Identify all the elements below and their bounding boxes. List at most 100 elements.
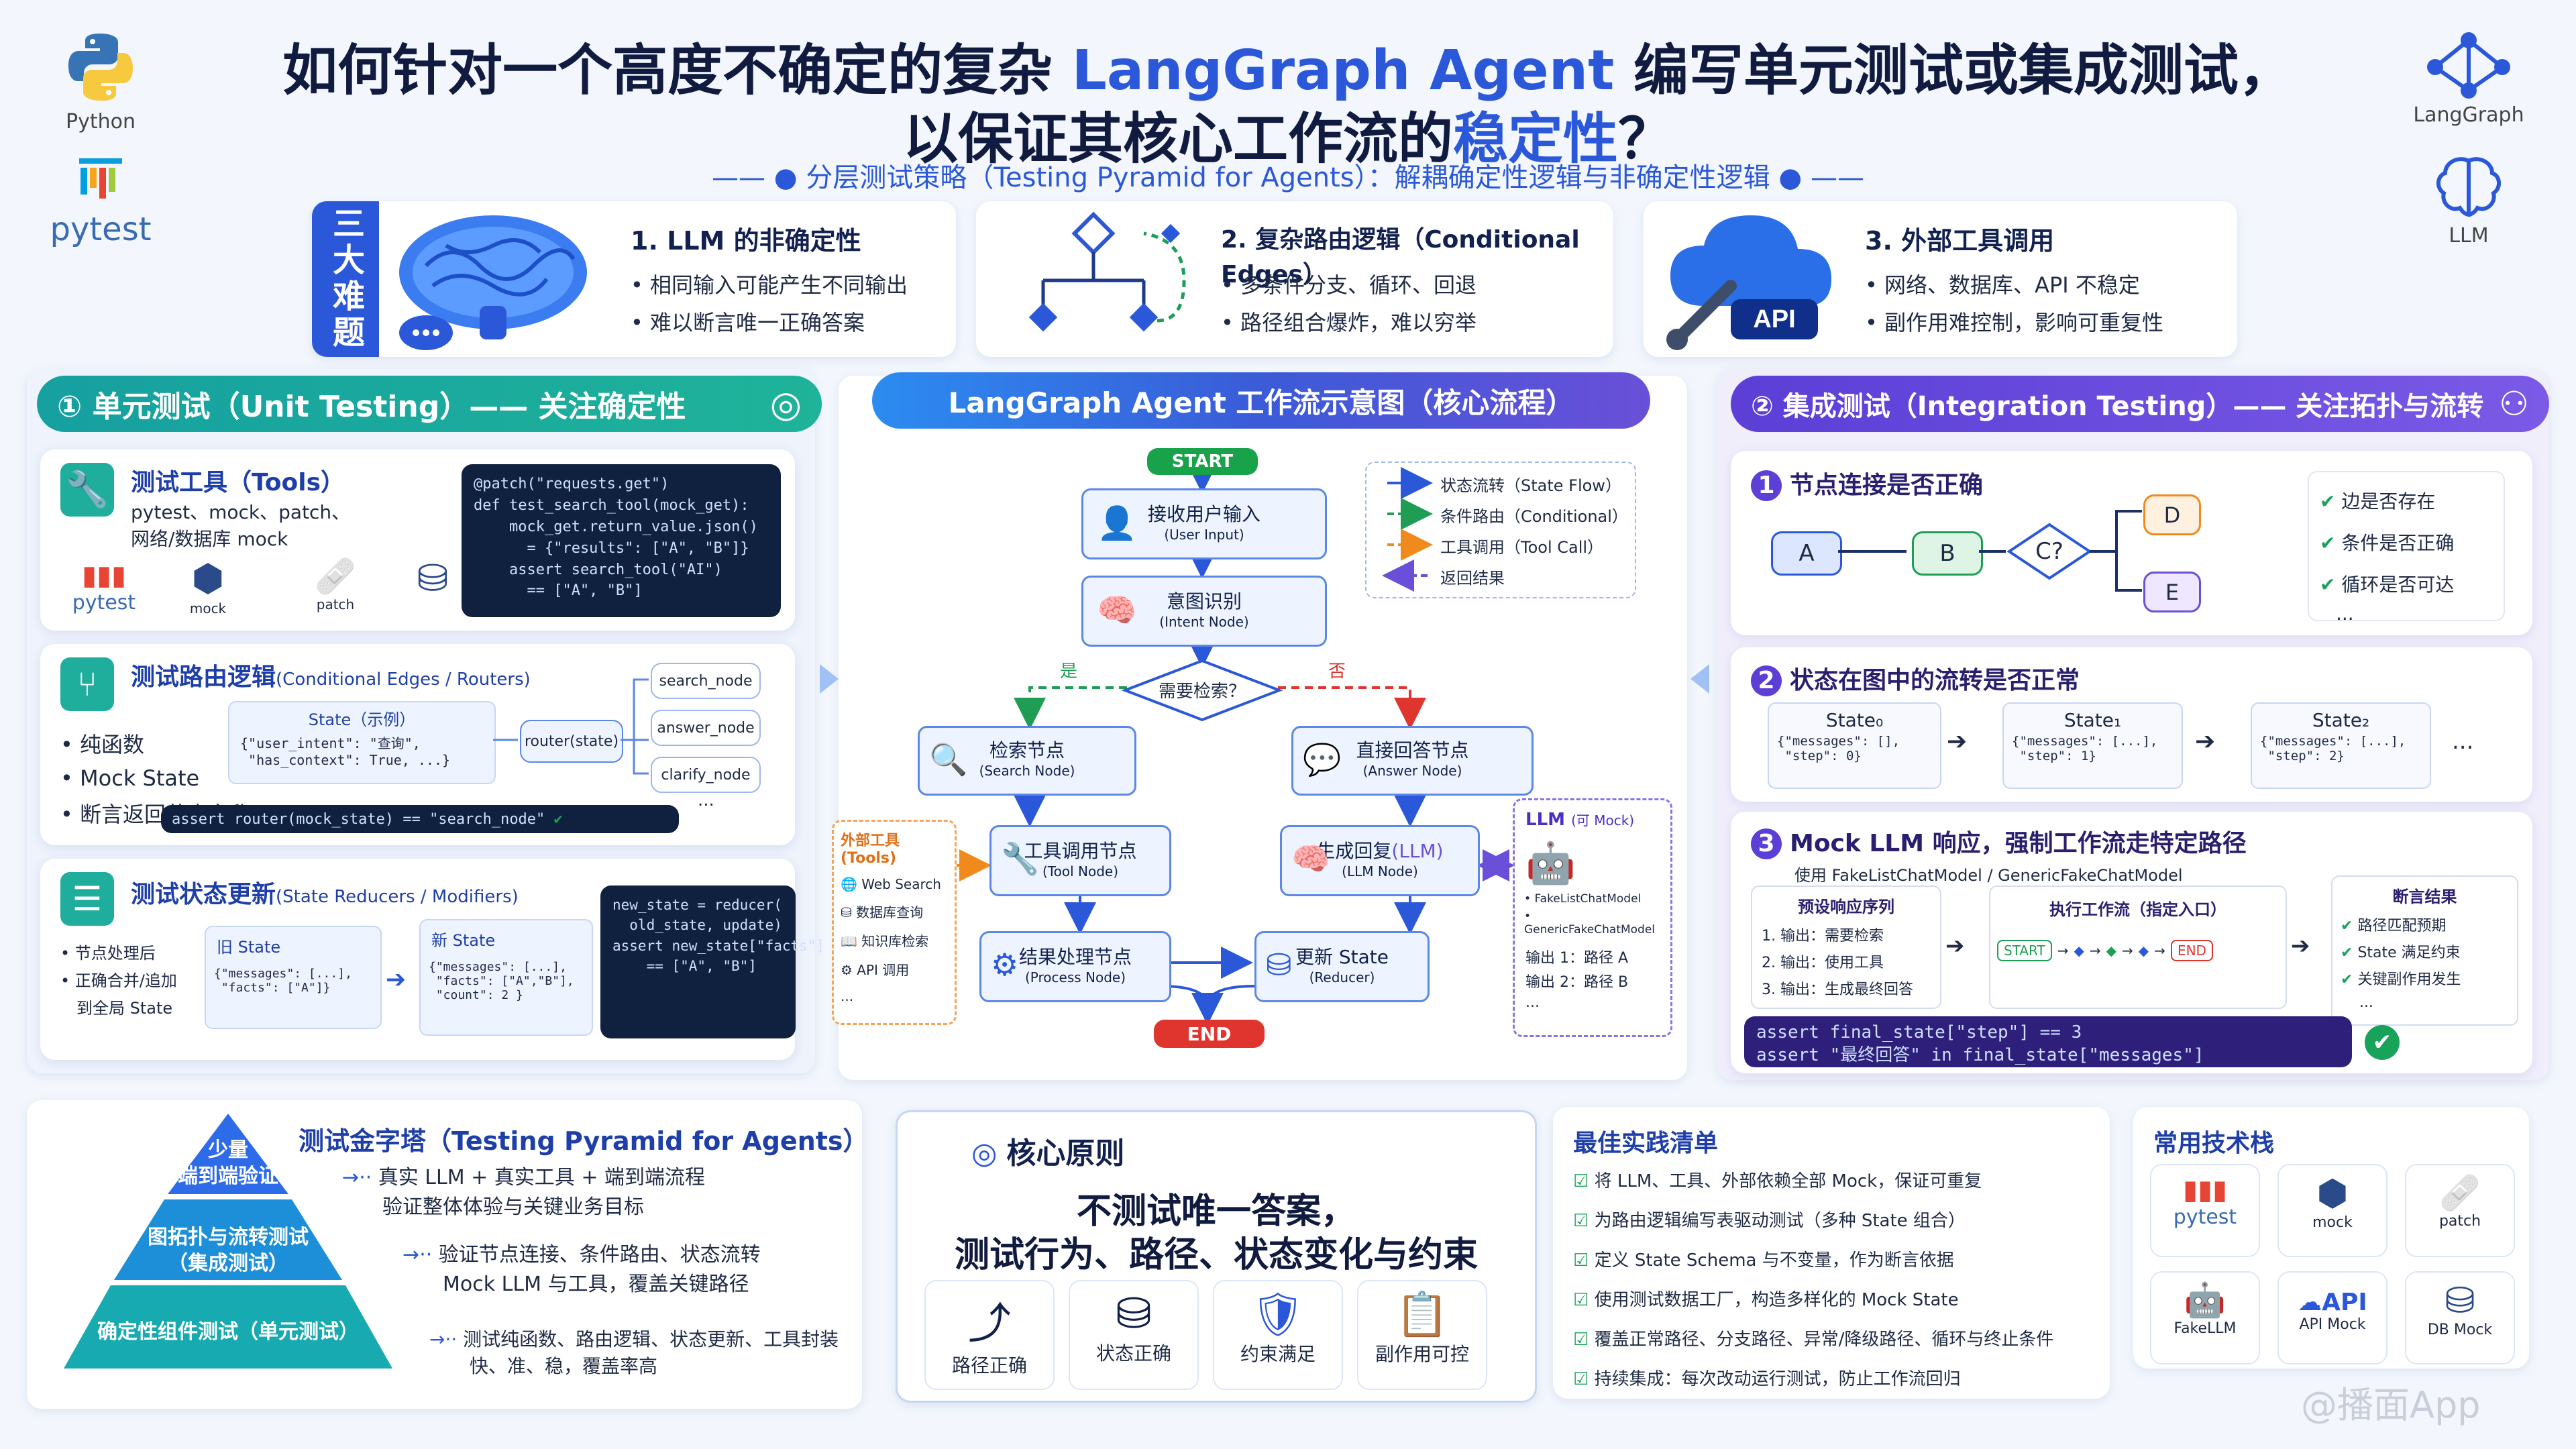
exec-end: END [2170,940,2213,961]
challenge-card-2: 2. 复杂路由逻辑（Conditional Edges） • 多条件分支、循环、… [976,201,1613,357]
graph-node-a: A [1771,531,1842,576]
stack-patch: 🩹patch [2405,1164,2515,1257]
principle-tile-constraint: 🛡约束满足 [1213,1280,1343,1390]
tech-stack-card: 常用技术栈 ▮▮▮pytest ⬢mock 🩹patch 🤖FakeLLM ☁A… [2133,1107,2529,1368]
robot-icon: 🤖 [2184,1281,2226,1320]
arrow-icon: ➔ [1945,932,1965,959]
principle-line1: 不测试唯一答案， [1076,1191,1356,1232]
target-icon: ◎ [971,1136,998,1171]
challenge-2-title: 2. 复杂路由逻辑（Conditional Edges） [1221,226,1580,288]
arrow-icon: ➔ [2291,932,2310,959]
python-icon [68,34,133,101]
unit-testing-header: ① 单元测试（Unit Testing）—— 关注确定性 ◎ [37,376,822,432]
pyramid-card: 测试金字塔（Testing Pyramid for Agents） 少量 端到端… [27,1100,869,1409]
state-0: State₀ {"messages": [], "step": 0} [1768,702,1941,789]
graph-node-d: D [2143,494,2201,535]
principle-title: ◎核心原则 [971,1136,1125,1171]
page-title-line2: 以保证其核心工作流的稳定性？ [902,107,1674,171]
challenge-3-points: • 网络、数据库、API 不稳定 • 副作用难控制，影响可重复性 [1865,272,2164,335]
pyramid-desc-e2e: →⋅⋅ 真实 LLM + 真实工具 + 端到端流程验证整体体验与关键业务目标 [342,1166,706,1219]
brain-icon: 🧠 [1291,841,1330,877]
graph-edges [1838,510,2142,592]
execute-workflow: 执行工作流（指定入口） START →◆→◆→◆→ END [1989,885,2287,1009]
graph-node-b: B [1912,531,1983,576]
brain-icon [399,215,587,350]
routing-more: ... [698,790,714,810]
database-icon: ⛁ [1116,1289,1152,1339]
arrow-icon: ➔ [1947,728,1968,755]
brain-icon [2436,157,2501,217]
legend-conditional: 条件路由（Conditional） [1440,507,1628,526]
workflow-legend: 状态流转（State Flow） 条件路由（Conditional） 工具调用（… [1365,462,1636,598]
pyramid-desc-unit: →⋅⋅ 测试纯函数、路由逻辑、状态更新、工具封装快、准、稳，覆盖率高 [429,1328,839,1377]
challenge-1-points: • 相同输入可能产生不同输出 • 难以断言唯一正确答案 [631,272,908,335]
reducer-card: ☰ 测试状态更新(State Reducers / Modifiers) • 节… [40,859,824,1060]
mock-llm-subtitle: 使用 FakeListChatModel / GenericFakeChatMo… [1794,866,2183,885]
answer-node: 💬 直接回答节点(Answer Node) [1291,726,1534,796]
gear-icon: ⚙ [991,947,1019,983]
update-state-node: ⛁ 更新 State(Reducer) [1254,931,1430,1002]
state-example: State（示例） {"user_intent": "查询", "has_con… [228,701,496,784]
state-2: State₂ {"messages": [...], "step": 2} [2251,702,2431,789]
pyramid-level-unit: 确定性组件测试（单元测试） [97,1320,359,1344]
best-practices-title: 最佳实践清单 [1573,1130,1719,1157]
challenge-2-points: • 多条件分支、循环、回退 • 路径组合爆炸，难以穷举 [1221,272,1477,335]
target-clarify-node: clarify_node [651,757,761,793]
stack-pytest: ▮▮▮pytest [2150,1164,2260,1257]
cloud-api-icon: API [1666,215,1831,350]
llm-mock-box: LLM (可 Mock) 🤖 • FakeListChatModel • Gen… [1513,798,1672,1037]
tools-code-sample: @patch("requests.get") def test_search_t… [462,464,781,617]
target-search-node: search_node [651,663,761,699]
tools-card: 🔧 测试工具（Tools） pytest、mock、patch、 网络/数据库 … [40,449,795,631]
python-logo: Python [54,27,148,133]
pytest-logo: pytest [47,154,154,248]
legend-tool-call: 工具调用（Tool Call） [1440,538,1604,557]
legend-state-flow: 状态流转（State Flow） [1440,476,1621,495]
graph-node-c: C? [2035,538,2063,565]
langgraph-icon [2427,32,2510,99]
stack-mock: ⬢mock [2277,1164,2387,1257]
target-answer-node: answer_node [651,710,761,746]
best-practices-card: 最佳实践清单 ☑ 将 LLM、工具、外部依赖全部 Mock，保证可重复 ☑ 为路… [1553,1107,2110,1399]
routing-card: ⑂ 测试路由逻辑(Conditional Edges / Routers) • … [40,644,795,845]
stack-db-mock: ⛁DB Mock [2405,1271,2515,1364]
state-more: ... [2452,728,2474,755]
principle-card: ◎核心原则 不测试唯一答案， 测试行为、路径、状态变化与约束 ⤴路径正确 ⛁状态… [896,1110,1537,1403]
routing-diagram-icon [1028,211,1186,332]
wrench-icon: 🔧 [1001,841,1040,877]
router-function: router(state) [520,720,623,763]
path-icon: ⤴ [968,1299,1011,1349]
arrow-icon: ➔ [2195,728,2216,755]
preset-responses: 预设响应序列 1. 输出：需要检索 2. 输出：使用工具 3. 输出：生成最终回… [1751,885,1941,1009]
database-icon: ⛁ [417,557,449,600]
yes-label: 是 [1060,661,1078,682]
mock-cube-icon: ⬢mock [189,557,227,616]
integration-header: ② 集成测试（Integration Testing）—— 关注拓扑与流转 ⚇ [1731,376,2549,432]
check-icon: ✔ [553,811,563,828]
challenge-card-3: API 3. 外部工具调用 • 网络、数据库、API 不稳定 • 副作用难控制，… [1644,201,2237,357]
process-node: ⚙ 结果处理节点(Process Node) [979,931,1171,1002]
no-label: 否 [1328,661,1346,682]
database-icon: ⛁ [2445,1279,2475,1322]
robot-icon: 🤖 [1525,840,1576,887]
api-badge: API [1753,305,1795,333]
state-1: State₁ {"messages": [...], "step": 1} [2002,702,2183,789]
langgraph-logo: LangGraph [2402,27,2536,127]
challenges-label: 三大难题 [312,201,379,357]
pyramid-title: 测试金字塔（Testing Pyramid for Agents） [299,1126,869,1156]
patch-bandage-icon: 🩹patch [314,557,357,612]
legend-return: 返回结果 [1440,569,1505,588]
challenge-card-1: 三大难题 1. LLM 的非确定性 • 相同输入可能产生不同输出 • 难以断言唯… [312,201,956,357]
connection-checks: ✔ 边是否存在 ✔ 条件是否正确 ✔ 循环是否可达 ... [2308,471,2505,625]
new-state: 新 State {"messages": [...], "facts": ["A… [419,919,593,1036]
clipboard-icon: 📋 [1395,1290,1449,1340]
principle-line2: 测试行为、路径、状态变化与约束 [954,1235,1478,1275]
user-input-node: 👤 接收用户输入(User Input) [1081,488,1327,559]
watermark: @播面App [2301,1384,2481,1426]
